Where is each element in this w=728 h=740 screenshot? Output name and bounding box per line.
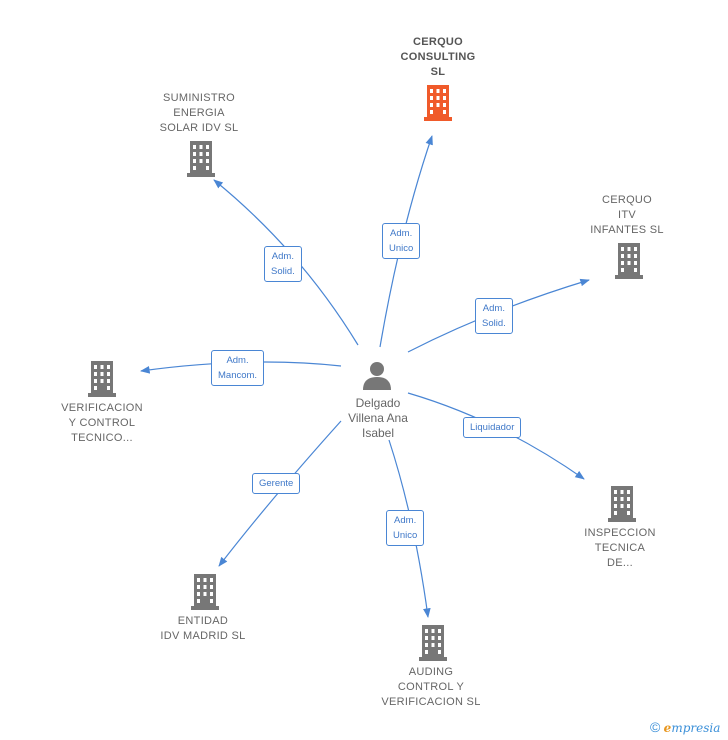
building-icon[interactable] (86, 361, 118, 397)
company-name-verificacion-control[interactable]: VERIFICACION Y CONTROL TECNICO... (61, 402, 143, 444)
company-name-suministro-energia[interactable]: SUMINISTRO ENERGIA SOLAR IDV SL (159, 92, 239, 134)
company-name-entidad-idv[interactable]: ENTIDAD IDV MADRID SL (160, 615, 246, 642)
role-label-entidad-idv: Gerente (252, 473, 301, 494)
company-name-cerquo-consulting[interactable]: CERQUO CONSULTING SL (400, 36, 476, 78)
role-label-cerquo-consulting: Adm. Unico (382, 223, 421, 259)
role-label-cerquo-itv: Adm. Solid. (475, 298, 513, 334)
edge-entidad-idv (218, 420, 342, 567)
company-name-inspeccion-tecnica[interactable]: INSPECCION TECNICA DE... (584, 527, 656, 569)
role-label-inspeccion-tecnica: Liquidador (463, 417, 522, 438)
person-name[interactable]: Delgado Villena Ana Isabel (348, 396, 408, 440)
copyright-symbol: © (650, 719, 661, 735)
empresia-logo: empresia (663, 721, 721, 735)
footer-brand: © empresia (650, 719, 720, 735)
role-label-suministro-energia: Adm. Solid. (264, 246, 302, 282)
building-icon[interactable] (417, 625, 449, 661)
building-icon[interactable] (185, 141, 217, 177)
company-name-auding-control[interactable]: AUDING CONTROL Y VERIFICACION SL (381, 666, 481, 708)
person-icon[interactable] (362, 360, 392, 390)
building-icon[interactable] (613, 243, 645, 279)
building-icon[interactable] (422, 85, 454, 121)
role-label-verificacion-control: Adm. Mancom. (211, 350, 265, 386)
building-icon[interactable] (606, 486, 638, 522)
building-icon[interactable] (189, 574, 221, 610)
company-name-cerquo-itv[interactable]: CERQUO ITV INFANTES SL (590, 194, 664, 236)
role-label-auding-control: Adm. Unico (386, 510, 425, 546)
